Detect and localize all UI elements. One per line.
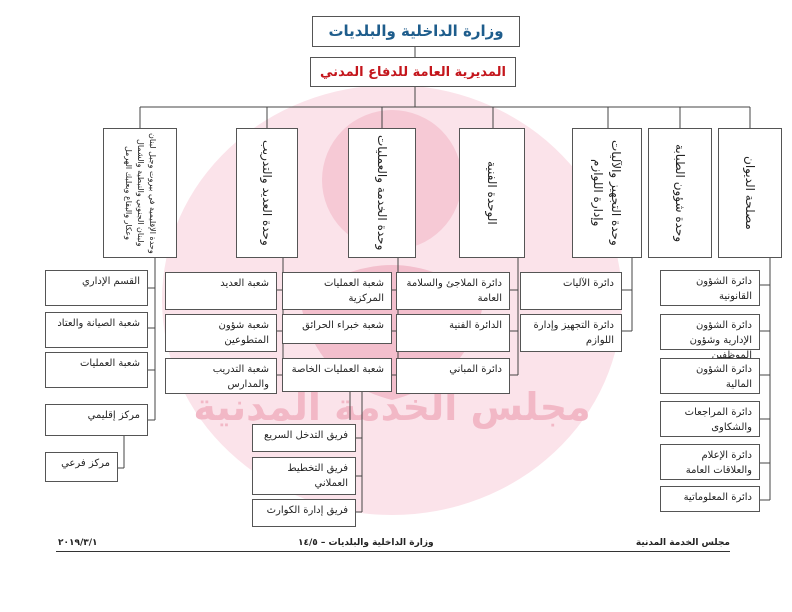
dept-label: مركز فرعي <box>61 458 110 469</box>
dept-box: دائرة المباني <box>396 358 510 394</box>
unit-medical: وحدة شؤون الطبابة <box>648 128 712 258</box>
dept-box: دائرة الشؤون القانونية <box>660 270 760 306</box>
directorate-title-box: المديرية العامة للدفاع المدني <box>310 57 516 87</box>
dept-label: شعبة العمليات المركزية <box>324 278 384 304</box>
dept-label: دائرة المراجعات والشكاوى <box>684 407 752 433</box>
dept-label: شعبة شؤون المتطوعين <box>218 320 269 346</box>
dept-box: الدائرة الفنية <box>396 314 510 352</box>
unit-label: وحدة العديد والتدريب <box>260 140 274 246</box>
team-label: فريق التخطيط العملاني <box>287 463 348 489</box>
dept-box: دائرة المعلوماتية <box>660 486 760 512</box>
team-label: فريق التدخل السريع <box>264 430 348 441</box>
unit-label: وحدة شؤون الطبابة <box>673 143 687 243</box>
team-box: فريق التخطيط العملاني <box>252 457 356 495</box>
dept-box: دائرة المراجعات والشكاوى <box>660 401 760 437</box>
unit-label: الوحدة الفنية <box>485 161 499 225</box>
dept-label: دائرة المباني <box>449 364 502 375</box>
dept-box: مركز إقليمي <box>45 404 148 436</box>
directorate-title: المديرية العامة للدفاع المدني <box>320 64 506 80</box>
ministry-title: وزارة الداخلية والبلديات <box>328 22 504 40</box>
dept-box: شعبة الصيانة والعتاد <box>45 312 148 348</box>
dept-box: دائرة التجهيز وإدارة اللوازم <box>520 314 622 352</box>
dept-label: دائرة الآليات <box>563 278 614 289</box>
dept-box: شعبة العمليات <box>45 352 148 388</box>
dept-box: شعبة شؤون المتطوعين <box>165 314 277 352</box>
unit-equipment: وحدة التجهيز والآليات وإدارة اللوازم <box>572 128 642 258</box>
unit-label: مصلحة الديوان <box>743 156 757 230</box>
dept-box: مركز فرعي <box>45 452 118 482</box>
unit-training: وحدة العديد والتدريب <box>236 128 298 258</box>
unit-label: وحدة التجهيز والآليات وإدارة اللوازم <box>591 140 623 246</box>
unit-operations: وحدة الخدمة والعمليات <box>348 128 416 258</box>
dept-label: دائرة الشؤون القانونية <box>695 276 752 302</box>
unit-technical: الوحدة الفنية <box>459 128 525 258</box>
dept-label: دائرة الملاجئ والسلامة العامة <box>406 278 502 304</box>
dept-label: دائرة الشؤون الإدارية وشؤون الموظفين <box>689 320 752 361</box>
dept-box: دائرة الإعلام والعلاقات العامة <box>660 444 760 480</box>
dept-box: دائرة الملاجئ والسلامة العامة <box>396 272 510 310</box>
ministry-title-box: وزارة الداخلية والبلديات <box>312 16 520 47</box>
dept-label: شعبة العمليات <box>80 358 140 369</box>
dept-label: دائرة المعلوماتية <box>683 492 752 503</box>
dept-box: شعبة العديد <box>165 272 277 310</box>
unit-label: وحدة الخدمة والعمليات <box>375 135 389 251</box>
footer-right: مجلس الخدمة المدنية <box>635 538 730 548</box>
dept-label: شعبة التدريب والمدارس <box>212 364 269 390</box>
team-label: فريق إدارة الكوارث <box>266 505 348 516</box>
dept-label: شعبة العديد <box>220 278 269 289</box>
dept-label: دائرة الشؤون المالية <box>695 364 752 390</box>
dept-label: دائرة التجهيز وإدارة اللوازم <box>533 320 614 346</box>
dept-box: دائرة الشؤون الإدارية وشؤون الموظفين <box>660 314 760 361</box>
team-box: فريق إدارة الكوارث <box>252 499 356 527</box>
footer-center: وزارة الداخلية والبلديات – ١٤/٥ <box>298 538 434 548</box>
footer-date: ٢٠١٩/٣/١ <box>58 538 98 548</box>
footer-divider <box>56 551 730 552</box>
unit-label: وحدة الإقليمية في بيروت وجبل لبنان ولبنا… <box>124 132 157 254</box>
dept-box: القسم الإداري <box>45 270 148 306</box>
dept-box: دائرة الآليات <box>520 272 622 310</box>
dept-box: شعبة خبراء الحرائق <box>282 314 392 344</box>
unit-regional: وحدة الإقليمية في بيروت وجبل لبنان ولبنا… <box>103 128 177 258</box>
dept-label: شعبة الصيانة والعتاد <box>57 318 140 329</box>
dept-box: شعبة التدريب والمدارس <box>165 358 277 394</box>
dept-box: دائرة الشؤون المالية <box>660 358 760 394</box>
dept-label: الدائرة الفنية <box>449 320 502 331</box>
unit-diwan: مصلحة الديوان <box>718 128 782 258</box>
dept-box: شعبة العمليات الخاصة <box>282 358 392 392</box>
dept-label: مركز إقليمي <box>87 410 140 421</box>
team-box: فريق التدخل السريع <box>252 424 356 452</box>
dept-label: شعبة العمليات الخاصة <box>291 364 384 375</box>
dept-label: القسم الإداري <box>81 276 140 287</box>
dept-label: شعبة خبراء الحرائق <box>302 320 384 331</box>
dept-label: دائرة الإعلام والعلاقات العامة <box>685 450 752 476</box>
dept-box: شعبة العمليات المركزية <box>282 272 392 310</box>
